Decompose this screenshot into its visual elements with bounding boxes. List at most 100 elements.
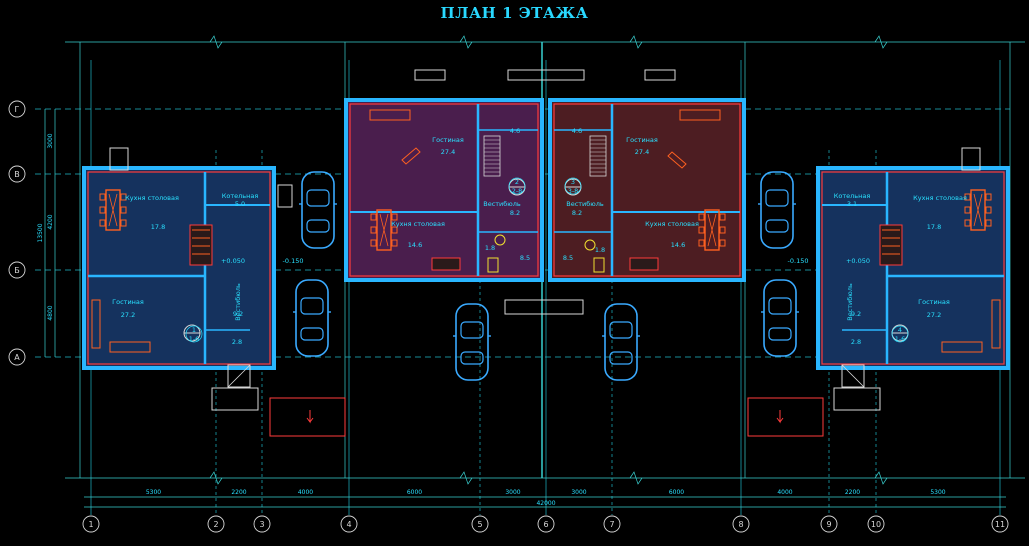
unit-3-center-right bbox=[548, 69, 746, 282]
dim-total: 42000 bbox=[536, 500, 555, 507]
svg-text:7: 7 bbox=[609, 520, 614, 529]
u4-boiler-label: Котельная bbox=[834, 192, 871, 200]
u4-kitchen-label: Кухня столовая bbox=[913, 194, 967, 202]
car-4 bbox=[601, 303, 641, 381]
axis-bubble-4: 4 bbox=[340, 515, 358, 533]
u4-wc-area: 2.8 bbox=[851, 338, 861, 346]
car-6 bbox=[760, 279, 800, 357]
dim-bottom-10: 5300 bbox=[930, 489, 945, 496]
u3-mark: 3 bbox=[571, 178, 575, 186]
svg-text:11: 11 bbox=[995, 520, 1005, 529]
u3-wc-area: 1.8 bbox=[595, 246, 605, 254]
u3-entry-area: 8.5 bbox=[563, 254, 573, 262]
u2-mark: 2 bbox=[515, 178, 519, 186]
unit-2-center-left bbox=[344, 69, 585, 315]
dim-bottom-3: 4000 bbox=[298, 489, 313, 496]
drawing-title: ПЛАН 1 ЭТАЖА bbox=[440, 4, 589, 22]
dim-bottom-4: 6000 bbox=[407, 489, 422, 496]
u1-living-area: 27.2 bbox=[121, 311, 135, 319]
dim-left-3: 13500 bbox=[37, 223, 44, 242]
u2-mark-sub: 2-8 bbox=[512, 187, 523, 195]
u1-hall-label: Вестибюль bbox=[234, 283, 242, 321]
axis-bubble-В: В bbox=[8, 165, 26, 183]
svg-text:9: 9 bbox=[826, 520, 831, 529]
svg-text:8: 8 bbox=[738, 520, 743, 529]
u1-mark-sub: 1-6 bbox=[189, 335, 200, 343]
u2-wc-area: 1.8 bbox=[485, 244, 495, 252]
u4-hall-label: Вестибюль bbox=[846, 283, 854, 321]
u3-living-area: 27.4 bbox=[635, 148, 649, 156]
u4-mark-sub: 1-6 bbox=[895, 335, 906, 343]
unit-4-right bbox=[747, 147, 1010, 437]
u4-kitchen-area: 17.8 bbox=[927, 223, 941, 231]
axis-bubble-Б: Б bbox=[8, 261, 26, 279]
u1-kitchen-label: Кухня столовая bbox=[125, 194, 179, 202]
svg-text:5: 5 bbox=[477, 520, 482, 529]
u1-boiler-area: 5.0 bbox=[235, 200, 245, 208]
svg-text:Г: Г bbox=[15, 105, 20, 114]
u4-living-area: 27.2 bbox=[927, 311, 941, 319]
axis-bubble-А: А bbox=[8, 348, 26, 366]
dim-bottom-8: 4000 bbox=[777, 489, 792, 496]
u2-hall-area: 8.2 bbox=[510, 209, 520, 217]
u2-living-label: Гостиная bbox=[432, 136, 464, 144]
dim-bottom-2: 2200 bbox=[231, 489, 246, 496]
u4-boiler-area: 3.1 bbox=[847, 200, 857, 208]
dimension-lines bbox=[44, 109, 1006, 508]
u1-hall-area: 9.2 bbox=[233, 310, 243, 318]
u4-mark: 4 bbox=[898, 326, 902, 334]
dim-bottom-9: 2200 bbox=[845, 489, 860, 496]
axis-bubble-8: 8 bbox=[732, 515, 750, 533]
axis-bubble-2: 2 bbox=[207, 515, 225, 533]
room-labels: Кухня столовая 17.8 Котельная 5.0 Гостин… bbox=[112, 127, 967, 346]
u1-level-b: -0.150 bbox=[283, 257, 304, 265]
axis-bubble-Г: Г bbox=[8, 100, 26, 118]
dim-left-2: 4200 bbox=[47, 214, 54, 229]
u1-living-label: Гостиная bbox=[112, 298, 144, 306]
axis-bubble-5: 5 bbox=[471, 515, 489, 533]
u3-hall-area: 8.2 bbox=[572, 209, 582, 217]
u2-living-area: 27.4 bbox=[441, 148, 455, 156]
svg-text:А: А bbox=[14, 353, 20, 362]
u3-hall-label: Вестибюль bbox=[566, 200, 604, 208]
u3-kitchen-label: Кухня столовая bbox=[645, 220, 699, 228]
axis-bubble-11: 11 bbox=[991, 515, 1009, 533]
svg-text:Б: Б bbox=[14, 266, 20, 275]
axis-bubble-9: 9 bbox=[820, 515, 838, 533]
car-5 bbox=[757, 171, 797, 249]
u1-wc-area: 2.8 bbox=[232, 338, 242, 346]
u1-kitchen-area: 17.8 bbox=[151, 223, 165, 231]
svg-text:4: 4 bbox=[346, 520, 351, 529]
axis-bubble-10: 10 bbox=[867, 515, 885, 533]
dim-bottom-6: 3000 bbox=[571, 489, 586, 496]
u3-mark-sub: 3-8 bbox=[568, 187, 579, 195]
dim-left-1: 3000 bbox=[47, 133, 54, 148]
dim-bottom-1: 5300 bbox=[146, 489, 161, 496]
u2-hall-label: Вестибюль bbox=[483, 200, 521, 208]
u3-living-label: Гостиная bbox=[626, 136, 658, 144]
u2-entry-area: 8.5 bbox=[520, 254, 530, 262]
axis-bubble-3: 3 bbox=[253, 515, 271, 533]
u3-stair-area: 4.6 bbox=[572, 127, 582, 135]
axis-bubble-1: 1 bbox=[82, 515, 100, 533]
svg-text:10: 10 bbox=[871, 520, 881, 529]
dim-bottom-7: 6000 bbox=[669, 489, 684, 496]
u4-level-b: -0.150 bbox=[788, 257, 809, 265]
axis-bubble-6: 6 bbox=[537, 515, 555, 533]
car-3 bbox=[452, 303, 492, 381]
u3-kitchen-area: 14.6 bbox=[671, 241, 685, 249]
axis-bubble-7: 7 bbox=[603, 515, 621, 533]
car-1 bbox=[298, 171, 338, 249]
u2-stair-area: 4.6 bbox=[510, 127, 520, 135]
unit-1-left bbox=[82, 147, 346, 437]
dim-bottom-5: 3000 bbox=[505, 489, 520, 496]
svg-text:3: 3 bbox=[259, 520, 264, 529]
svg-text:В: В bbox=[14, 170, 20, 179]
dim-left-4: 4800 bbox=[47, 305, 54, 320]
svg-text:2: 2 bbox=[213, 520, 218, 529]
u1-level-a: +0.050 bbox=[221, 257, 245, 265]
u2-kitchen-label: Кухня столовая bbox=[391, 220, 445, 228]
u4-hall-area: 9.2 bbox=[851, 310, 861, 318]
